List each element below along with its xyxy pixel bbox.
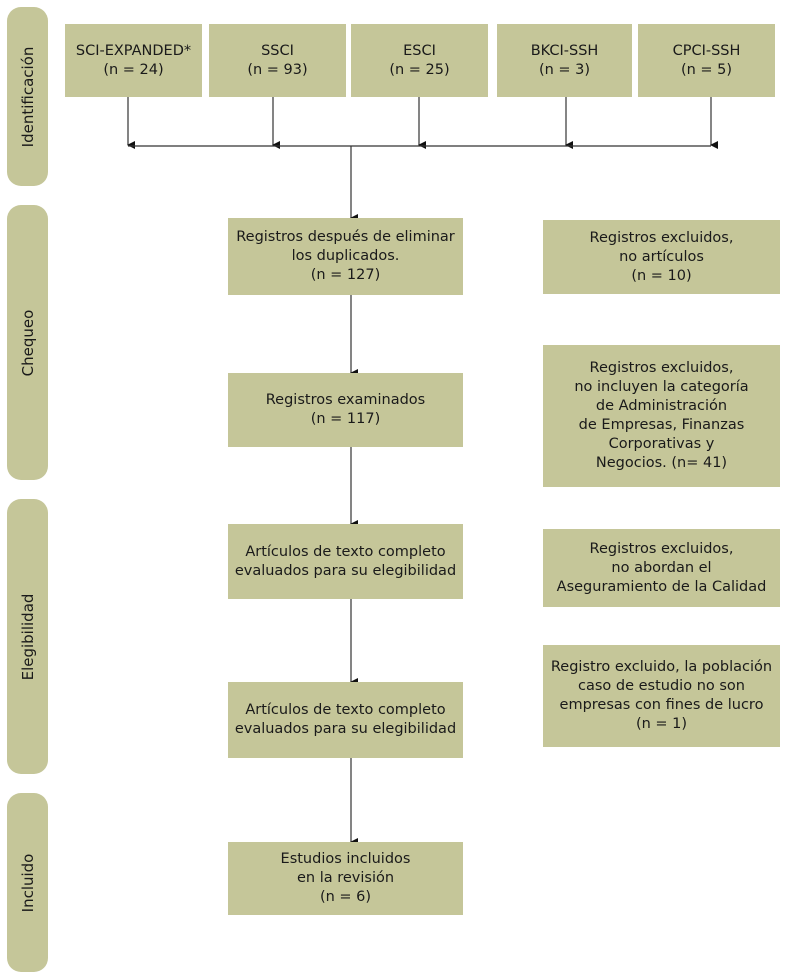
source-count: (n = 5) [680,61,733,78]
phase-incluido: Incluido [7,793,48,972]
source-name: CPCI-SSH [672,42,741,59]
source-box-esci: ESCI (n = 25) [351,24,488,97]
source-name: SSCI [261,42,294,59]
source-box-bkci-ssh: BKCI-SSH (n = 3) [497,24,632,97]
source-count: (n = 24) [103,61,164,78]
source-box-cpci-ssh: CPCI-SSH (n = 5) [638,24,775,97]
box-screened: Registros examinados (n = 117) [228,373,463,447]
box-after-duplicates: Registros después de eliminar los duplic… [228,218,463,295]
excluded-nonprofit: Registro excluido, la población caso de … [543,645,780,747]
box-included: Estudios incluidos en la revisión (n = 6… [228,842,463,915]
excluded-non-articles: Registros excluidos, no artículos (n = 1… [543,220,780,294]
source-name: SCI-EXPANDED* [75,42,192,59]
source-name: BKCI-SSH [530,42,599,59]
source-box-sci-expanded: SCI-EXPANDED* (n = 24) [65,24,202,97]
phase-identificacion: Identificación [7,7,48,186]
box-eligibility-1: Artículos de texto completo evaluados pa… [228,524,463,599]
phase-chequeo: Chequeo [7,205,48,480]
source-box-ssci: SSCI (n = 93) [209,24,346,97]
phase-elegibilidad: Elegibilidad [7,499,48,774]
source-count: (n = 93) [247,61,308,78]
excluded-quality: Registros excluidos, no abordan el Asegu… [543,529,780,607]
box-eligibility-2: Artículos de texto completo evaluados pa… [228,682,463,758]
excluded-category: Registros excluidos, no incluyen la cate… [543,345,780,487]
source-count: (n = 25) [389,61,450,78]
source-count: (n = 3) [538,61,591,78]
source-name: ESCI [403,42,436,59]
